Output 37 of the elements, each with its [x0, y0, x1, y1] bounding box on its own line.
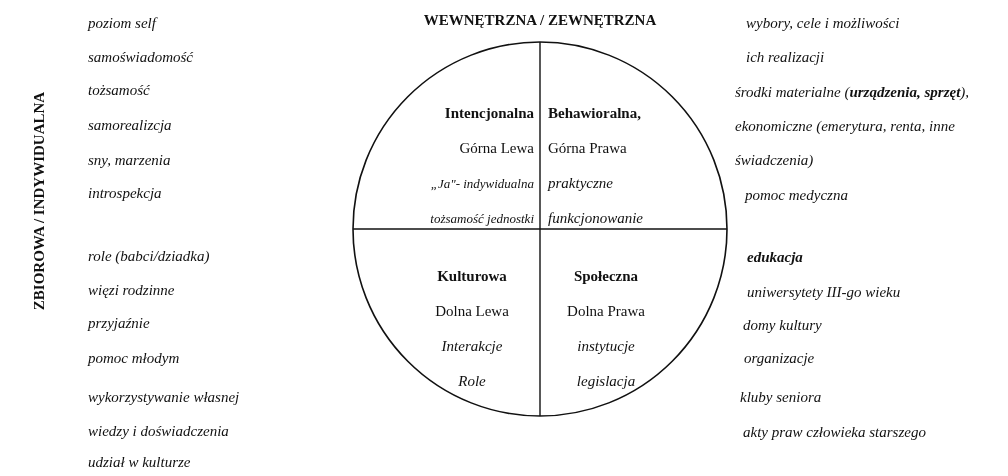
list-item: pomoc medyczna	[745, 186, 848, 205]
list-item: poziom self	[88, 14, 156, 33]
list-item: kluby seniora	[740, 388, 822, 407]
list-item: tożsamość	[88, 81, 150, 100]
quadrant-item: „Ja"- indywidualna	[430, 175, 534, 193]
quadrant-name: Dolna Prawa	[567, 302, 645, 321]
quadrant-item: tożsamość jednostki	[430, 210, 534, 228]
quadrant-item: funkcjonowanie	[548, 209, 643, 228]
quadrant-heading: Intencjonalna	[444, 104, 534, 123]
quadrant-name: Dolna Lewa	[435, 302, 509, 321]
list-item: domy kultury	[743, 316, 822, 335]
list-item: edukacja	[747, 248, 803, 267]
quadrant-name: Górna Prawa	[548, 139, 627, 158]
quadrant-item: Role	[458, 372, 486, 391]
list-item: przyjaźnie	[88, 314, 150, 333]
quadrant-item: instytucje	[577, 337, 635, 356]
list-item: introspekcja	[88, 184, 162, 203]
list-item: więzi rodzinne	[88, 281, 175, 300]
quadrant-item: praktyczne	[548, 174, 613, 193]
list-item: uniwersytety III-go wieku	[747, 283, 901, 302]
quadrant-heading: Społeczna	[573, 267, 639, 286]
quadrant-item: Interakcje	[441, 337, 503, 356]
quadrant-heading: Kulturowa	[437, 267, 507, 286]
list-item: udział w kulturze	[88, 453, 191, 472]
quadrant-name: Górna Lewa	[459, 139, 534, 158]
axis-title: ZBIOROWA / INDYWIDUALNA	[30, 90, 48, 313]
list-item: pomoc młodym	[88, 349, 180, 368]
list-item: środki materialne (urządzenia, sprzęt), ekonomiczne (emerytura, renta, inne świadczenia)	[735, 83, 971, 170]
list-item: organizacje	[744, 349, 815, 368]
list-item: samoświadomość	[88, 48, 193, 67]
list-item: samorealizcja	[88, 116, 172, 135]
list-item: akty praw człowieka starszego	[743, 423, 926, 442]
quadrant-heading: Behawioralna,	[548, 104, 641, 123]
list-item: sny, marzenia	[88, 151, 171, 170]
axis-title: WEWNĘTRZNA / ZEWNĘTRZNA	[422, 12, 658, 29]
list-item: role (babci/dziadka)	[88, 247, 210, 266]
quadrant-item: legislacja	[576, 372, 636, 391]
